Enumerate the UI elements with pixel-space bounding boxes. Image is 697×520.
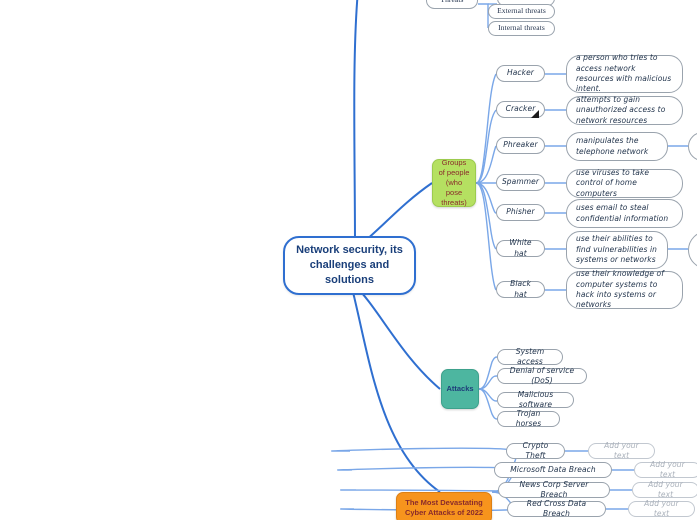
attack-dos[interactable]: Denial of service (DoS): [497, 366, 587, 385]
resize-cursor-icon: [531, 110, 539, 118]
attack-trojan-horses[interactable]: Trojan horses: [497, 409, 560, 428]
group-spammer-desc[interactable]: use viruses to take control of home comp…: [566, 168, 683, 198]
group-hacker-desc[interactable]: a person who tries to access network res…: [566, 53, 683, 93]
cyber-redcross-breach-placeholder[interactable]: Add your text: [628, 499, 695, 518]
group-phreaker-label[interactable]: Phreaker: [496, 137, 545, 154]
topic-groups-of-people[interactable]: Groups of people (who pose threats): [432, 158, 476, 207]
topic-cyber-attacks-2022[interactable]: The Most Devastating Cyber Attacks of 20…: [396, 492, 492, 520]
group-black-hat-desc[interactable]: use their knowledge of computer systems …: [566, 269, 683, 309]
group-cracker-label[interactable]: Cracker: [496, 101, 545, 118]
cyber-microsoft-breach[interactable]: Microsoft Data Breach: [494, 462, 612, 478]
group-phreaker-desc[interactable]: manipulates the telephone network: [566, 132, 668, 161]
topic-threats[interactable]: Threats: [426, 0, 478, 9]
group-black-hat-label[interactable]: Black hat: [496, 279, 545, 299]
cyber-newscorp-breach-placeholder[interactable]: Add your text: [632, 480, 697, 499]
cyber-crypto-theft[interactable]: Crypto Theft: [506, 441, 565, 460]
group-white-hat-desc[interactable]: use their abilities to find vulnerabilit…: [566, 231, 668, 269]
group-hacker-label[interactable]: Hacker: [496, 65, 545, 82]
threats-child-internal[interactable]: Internal threats: [488, 21, 555, 36]
cyber-newscorp-breach[interactable]: News Corp Server Breach: [498, 480, 610, 499]
cyber-redcross-breach[interactable]: Red Cross Data Breach: [507, 499, 606, 518]
cyber-microsoft-breach-placeholder[interactable]: Add your text: [634, 460, 697, 479]
threats-child-external[interactable]: External threats: [488, 4, 555, 19]
group-phisher-label[interactable]: Phisher: [496, 204, 545, 221]
group-white-hat-label[interactable]: White hat: [496, 238, 545, 258]
cyber-crypto-theft-placeholder[interactable]: Add your text: [588, 441, 655, 460]
group-spammer-label[interactable]: Spammer: [496, 174, 545, 191]
group-phreaker-extra[interactable]: [688, 132, 697, 161]
group-cracker-desc[interactable]: attempts to gain unauthorized access to …: [566, 95, 683, 125]
group-white-hat-extra[interactable]: [688, 231, 697, 269]
group-phisher-desc[interactable]: uses email to steal confidential informa…: [566, 199, 683, 228]
attack-system-access[interactable]: System access: [497, 347, 563, 366]
attack-malicious-software[interactable]: Malicious software: [497, 390, 574, 409]
central-topic[interactable]: Network security, its challenges and sol…: [283, 236, 416, 295]
topic-attacks[interactable]: Attacks: [441, 369, 479, 409]
